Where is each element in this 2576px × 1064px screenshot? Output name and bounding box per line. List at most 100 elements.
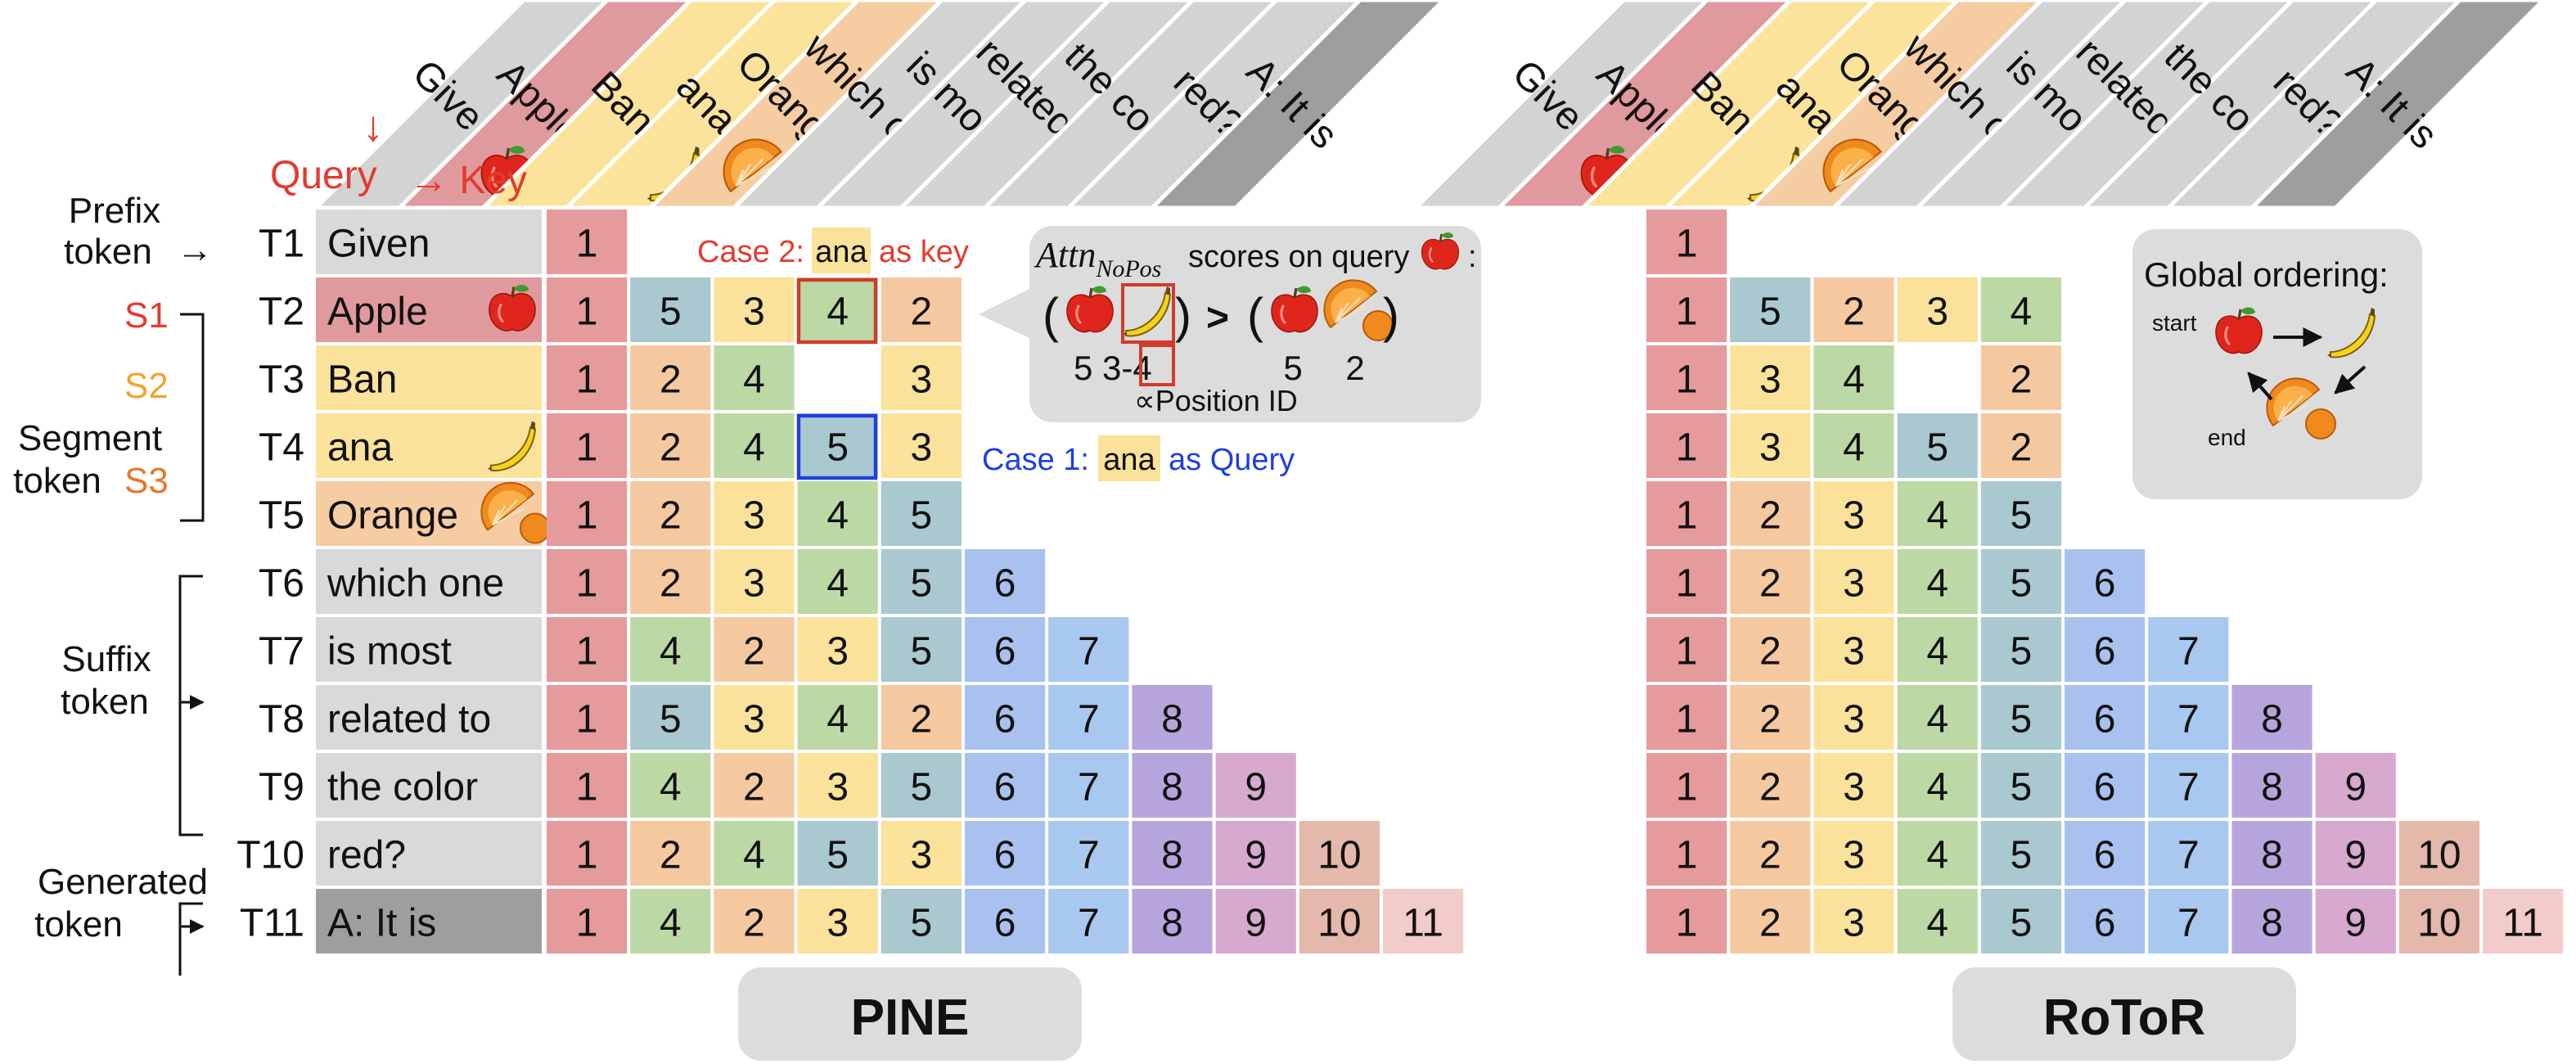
matrix-cell-bg xyxy=(1897,481,1978,546)
row-id: T10 xyxy=(236,834,304,877)
row-id: T6 xyxy=(259,562,304,606)
matrix-cell-value: 4 xyxy=(1926,902,1948,945)
matrix-cell-bg xyxy=(714,617,795,682)
matrix-cell: 6 xyxy=(2065,753,2146,818)
matrix-cell-value: 2 xyxy=(660,562,682,606)
matrix-cell: 9 xyxy=(2315,821,2396,886)
method-titles: PINE RoToR xyxy=(738,967,2296,1061)
matrix-cell: 11 xyxy=(2483,889,2564,954)
matrix-cell-bg xyxy=(797,413,878,478)
callout-posid: ∝Position ID xyxy=(1134,384,1298,417)
matrix-cell-value: 2 xyxy=(2011,426,2033,470)
matrix-cell: 5 xyxy=(880,549,961,614)
matrix-cell: 5 xyxy=(1730,277,1811,342)
matrix-cell: 4 xyxy=(714,345,795,410)
callout-pos-box xyxy=(1139,344,1175,386)
matrix-cell-bg xyxy=(714,481,795,546)
matrix-cell-value: 7 xyxy=(2177,766,2200,809)
matrix-cell-value: 7 xyxy=(1078,902,1100,945)
matrix-cell-value: 6 xyxy=(994,630,1016,674)
matrix-cell-bg xyxy=(1897,821,1978,886)
matrix-cell: 7 xyxy=(1048,617,1129,682)
matrix-cell: 1 xyxy=(547,481,628,546)
matrix-cell-bg xyxy=(1730,345,1811,410)
column-header-band xyxy=(1494,0,1794,210)
matrix-cell: 6 xyxy=(2065,889,2146,954)
matrix-cell-bg xyxy=(2231,685,2313,750)
segment-label-2: token xyxy=(13,461,101,501)
matrix-cell-value: 5 xyxy=(2011,766,2033,809)
pine-title: PINE xyxy=(851,990,970,1046)
matrix-cell-bg xyxy=(547,685,628,750)
end-label: end xyxy=(2208,425,2246,450)
matrix-cell-value: 6 xyxy=(994,562,1016,606)
matrix-cell-value: 7 xyxy=(2177,834,2200,877)
matrix-cell-bg xyxy=(2148,685,2229,750)
matrix-cell-bg xyxy=(1048,617,1129,682)
matrix-cell: 4 xyxy=(1897,617,1978,682)
matrix-cell: 1 xyxy=(547,413,628,478)
matrix-cell-bg xyxy=(797,549,878,614)
matrix-cell: 3 xyxy=(714,685,795,750)
matrix-cell-bg xyxy=(1646,277,1727,342)
prefix-label-2: token xyxy=(64,232,152,272)
matrix-cell: 9 xyxy=(1215,821,1296,886)
column-header-band xyxy=(2163,0,2463,210)
matrix-cell-bg xyxy=(797,889,878,954)
matrix-cell: 5 xyxy=(1980,821,2061,886)
matrix-cell-value: 1 xyxy=(1676,698,1698,742)
rotor-title-pill xyxy=(1952,967,2296,1061)
matrix-cell: 10 xyxy=(1299,821,1380,886)
matrix-cell: 3 xyxy=(1813,753,1894,818)
matrix-cell-value: 6 xyxy=(2094,902,2116,945)
matrix-cell-bg xyxy=(1646,821,1727,886)
matrix-cell: 5 xyxy=(797,821,878,886)
row-id: T4 xyxy=(259,426,304,470)
row-token: Apple xyxy=(327,291,428,334)
matrix-cell: 1 xyxy=(1646,210,1727,274)
row-id: T11 xyxy=(240,902,304,945)
matrix-cell-bg xyxy=(1646,210,1727,274)
matrix-cell: 7 xyxy=(1048,889,1129,954)
case1-suffix: as Query xyxy=(1169,443,1295,477)
matrix-cell-value: 4 xyxy=(660,766,682,809)
matrix-cell-bg xyxy=(1299,889,1380,954)
matrix-cell-bg xyxy=(1730,413,1811,478)
matrix-cell-value: 5 xyxy=(2011,562,2033,606)
matrix-cell-value: 7 xyxy=(1078,698,1100,742)
matrix-cell: 3 xyxy=(1730,413,1811,478)
column-header-band xyxy=(561,0,862,210)
matrix-cell: 2 xyxy=(1730,889,1811,954)
matrix-cell-bg xyxy=(630,821,711,886)
matrix-cell-value: 6 xyxy=(994,698,1016,742)
s3-label: S3 xyxy=(124,461,169,501)
matrix-cell-bg xyxy=(2065,549,2146,614)
matrix-cell-value: 3 xyxy=(1843,766,1865,809)
row-id: T3 xyxy=(259,358,304,402)
matrix-cell: 1 xyxy=(1646,277,1727,342)
matrix-cell-bg xyxy=(2398,889,2479,954)
matrix-cell-bg xyxy=(1897,685,1978,750)
matrix-cell-bg xyxy=(1646,685,1727,750)
matrix-cell-value: 3 xyxy=(911,426,933,470)
column-header-band xyxy=(1745,0,2045,210)
row-id: T1 xyxy=(259,223,304,266)
matrix-cell-bg xyxy=(630,549,711,614)
matrix-cell-value: 8 xyxy=(2261,834,2283,877)
column-header-band xyxy=(394,0,694,210)
banana-icon xyxy=(488,421,537,471)
segment-label-1: Segment xyxy=(18,418,162,458)
matrix-cell: 6 xyxy=(2065,821,2146,886)
matrix-cell-bg xyxy=(714,753,795,818)
matrix-cell: 7 xyxy=(2148,685,2229,750)
matrix-cell: 7 xyxy=(2148,617,2229,682)
matrix-cell-value: 2 xyxy=(2011,358,2033,402)
case2-suffix: as key xyxy=(879,235,969,269)
row-id: T9 xyxy=(259,766,304,809)
callout-text: scores on query xyxy=(1188,240,1409,274)
callout-gt: > xyxy=(1206,296,1229,340)
